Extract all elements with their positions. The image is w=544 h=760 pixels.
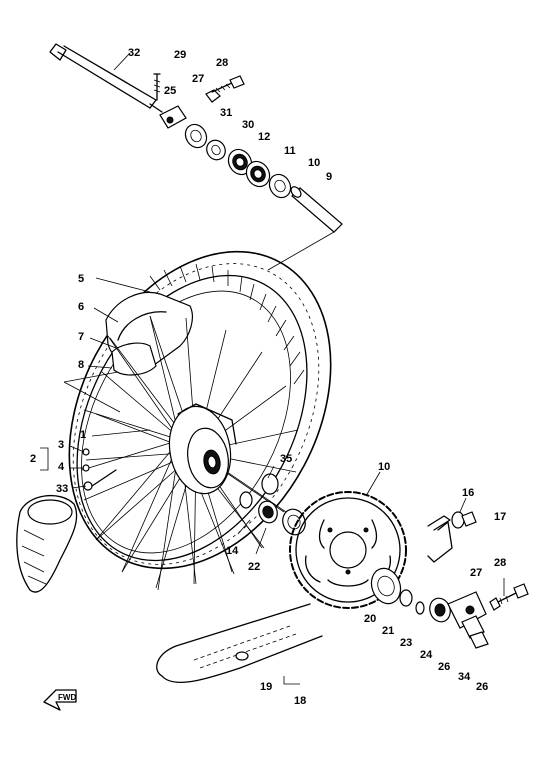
- callout-10-bottom: 10: [378, 461, 390, 473]
- axle-adjuster-left: [149, 103, 187, 129]
- seal-31: [184, 123, 208, 149]
- callout-3: 3: [58, 439, 64, 451]
- bearing-12: [227, 148, 253, 176]
- axle-adjuster-right: [447, 583, 529, 649]
- callout-6: 6: [78, 301, 84, 313]
- callout-30: 30: [242, 119, 254, 131]
- sprocket: [289, 491, 407, 609]
- callout-14: 14: [226, 545, 239, 557]
- callout-labels: 32 29 28 27 25 31 30 12 11 10 9 5 6 7 8 …: [30, 47, 506, 707]
- axle: [49, 43, 157, 109]
- callout-8: 8: [78, 359, 84, 371]
- spokes: [81, 315, 299, 591]
- spacer-tube-9: [290, 186, 343, 233]
- callout-9: 9: [326, 171, 332, 183]
- callout-22: 22: [248, 561, 260, 573]
- seal-10-top: [268, 173, 292, 199]
- callout-1: 1: [80, 429, 86, 441]
- callout-23: 23: [400, 637, 412, 649]
- callout-27-right: 27: [470, 567, 482, 579]
- bolt-29: [153, 73, 161, 101]
- callout-16: 16: [462, 487, 474, 499]
- drive-chain: [156, 603, 323, 683]
- sprocket-hardware: [370, 567, 451, 623]
- forward-direction-arrow: FWD: [43, 689, 77, 711]
- callout-31: 31: [220, 107, 232, 119]
- fwd-label: FWD: [58, 693, 76, 702]
- callout-18: 18: [294, 695, 306, 707]
- bolt-28-left: [211, 75, 245, 93]
- callout-35: 35: [280, 453, 292, 465]
- callout-4: 4: [58, 461, 65, 473]
- callout-25: 25: [164, 85, 176, 97]
- callout-32: 32: [128, 47, 140, 59]
- callout-17: 17: [494, 511, 506, 523]
- callout-2: 2: [30, 453, 36, 465]
- callout-28-top: 28: [216, 57, 228, 69]
- callout-7: 7: [78, 331, 84, 343]
- callout-29: 29: [174, 49, 186, 61]
- right-side-spacers: [239, 473, 306, 536]
- callout-26-bottom: 26: [438, 661, 450, 673]
- callout-28-right: 28: [494, 557, 506, 569]
- rim-band: [111, 342, 157, 376]
- leader-9: [267, 231, 335, 271]
- callout-34: 34: [458, 671, 471, 683]
- bearing-11: [245, 160, 271, 188]
- tire: [16, 250, 332, 593]
- nut-27-left: [205, 89, 221, 103]
- callout-24: 24: [420, 649, 433, 661]
- valve-parts: [82, 448, 117, 491]
- chain-puller: [427, 511, 477, 563]
- leader-lines: [40, 52, 505, 685]
- callout-28-bottom: 26: [476, 681, 488, 693]
- callout-33: 33: [56, 483, 68, 495]
- spacer-30: [206, 139, 226, 161]
- callout-20: 20: [364, 613, 376, 625]
- hub: [168, 403, 237, 495]
- callout-5: 5: [78, 273, 84, 285]
- callout-10-top: 10: [308, 157, 320, 169]
- callout-21: 21: [382, 625, 394, 637]
- callout-19: 19: [260, 681, 272, 693]
- callout-27-top: 27: [192, 73, 204, 85]
- callout-12: 12: [258, 131, 270, 143]
- callout-11: 11: [284, 145, 296, 157]
